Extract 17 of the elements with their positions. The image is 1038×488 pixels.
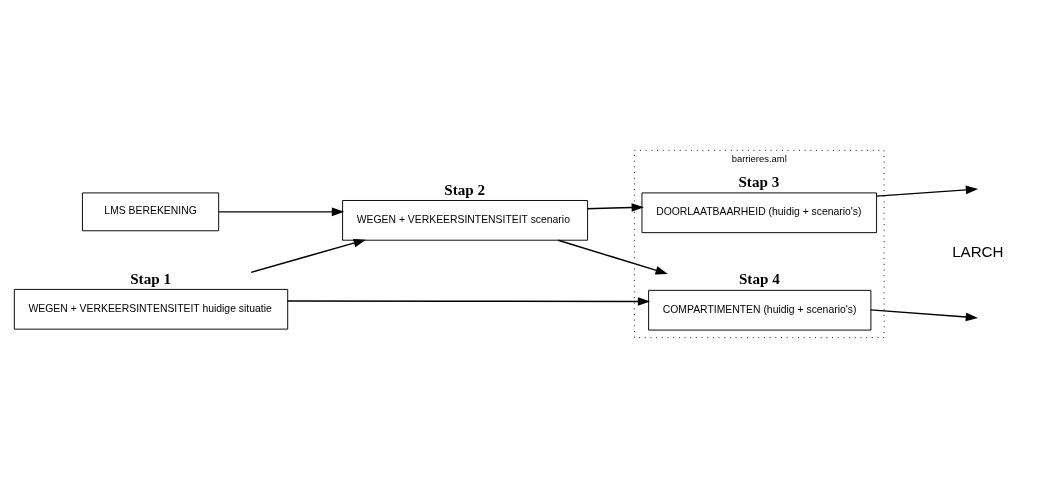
arrow: [869, 309, 979, 322]
arrow: [286, 297, 651, 306]
node-label: Stap 4: [738, 271, 780, 288]
arrow: [250, 238, 366, 274]
node-box: WEGEN + VERKEERSINTENSITEIT scenario: [342, 200, 589, 241]
label: LARCH: [952, 243, 1004, 261]
node-label: Stap 3: [738, 174, 780, 191]
node-box: WEGEN + VERKEERSINTENSITEIT huidige situatie: [13, 288, 289, 330]
node-box: COMPARTIMENTEN (huidig + scenario's): [648, 289, 872, 331]
arrow: [557, 239, 668, 275]
arrow: [876, 185, 979, 197]
node-box: LMS BEREKENING: [81, 192, 220, 232]
node-label: Stap 1: [130, 270, 171, 287]
node-label: Stap 2: [444, 181, 486, 198]
arrow: [218, 207, 345, 217]
node-box: DOORLAATBAARHEID (huidig + scenario's): [641, 192, 878, 234]
arrow: [586, 203, 644, 212]
